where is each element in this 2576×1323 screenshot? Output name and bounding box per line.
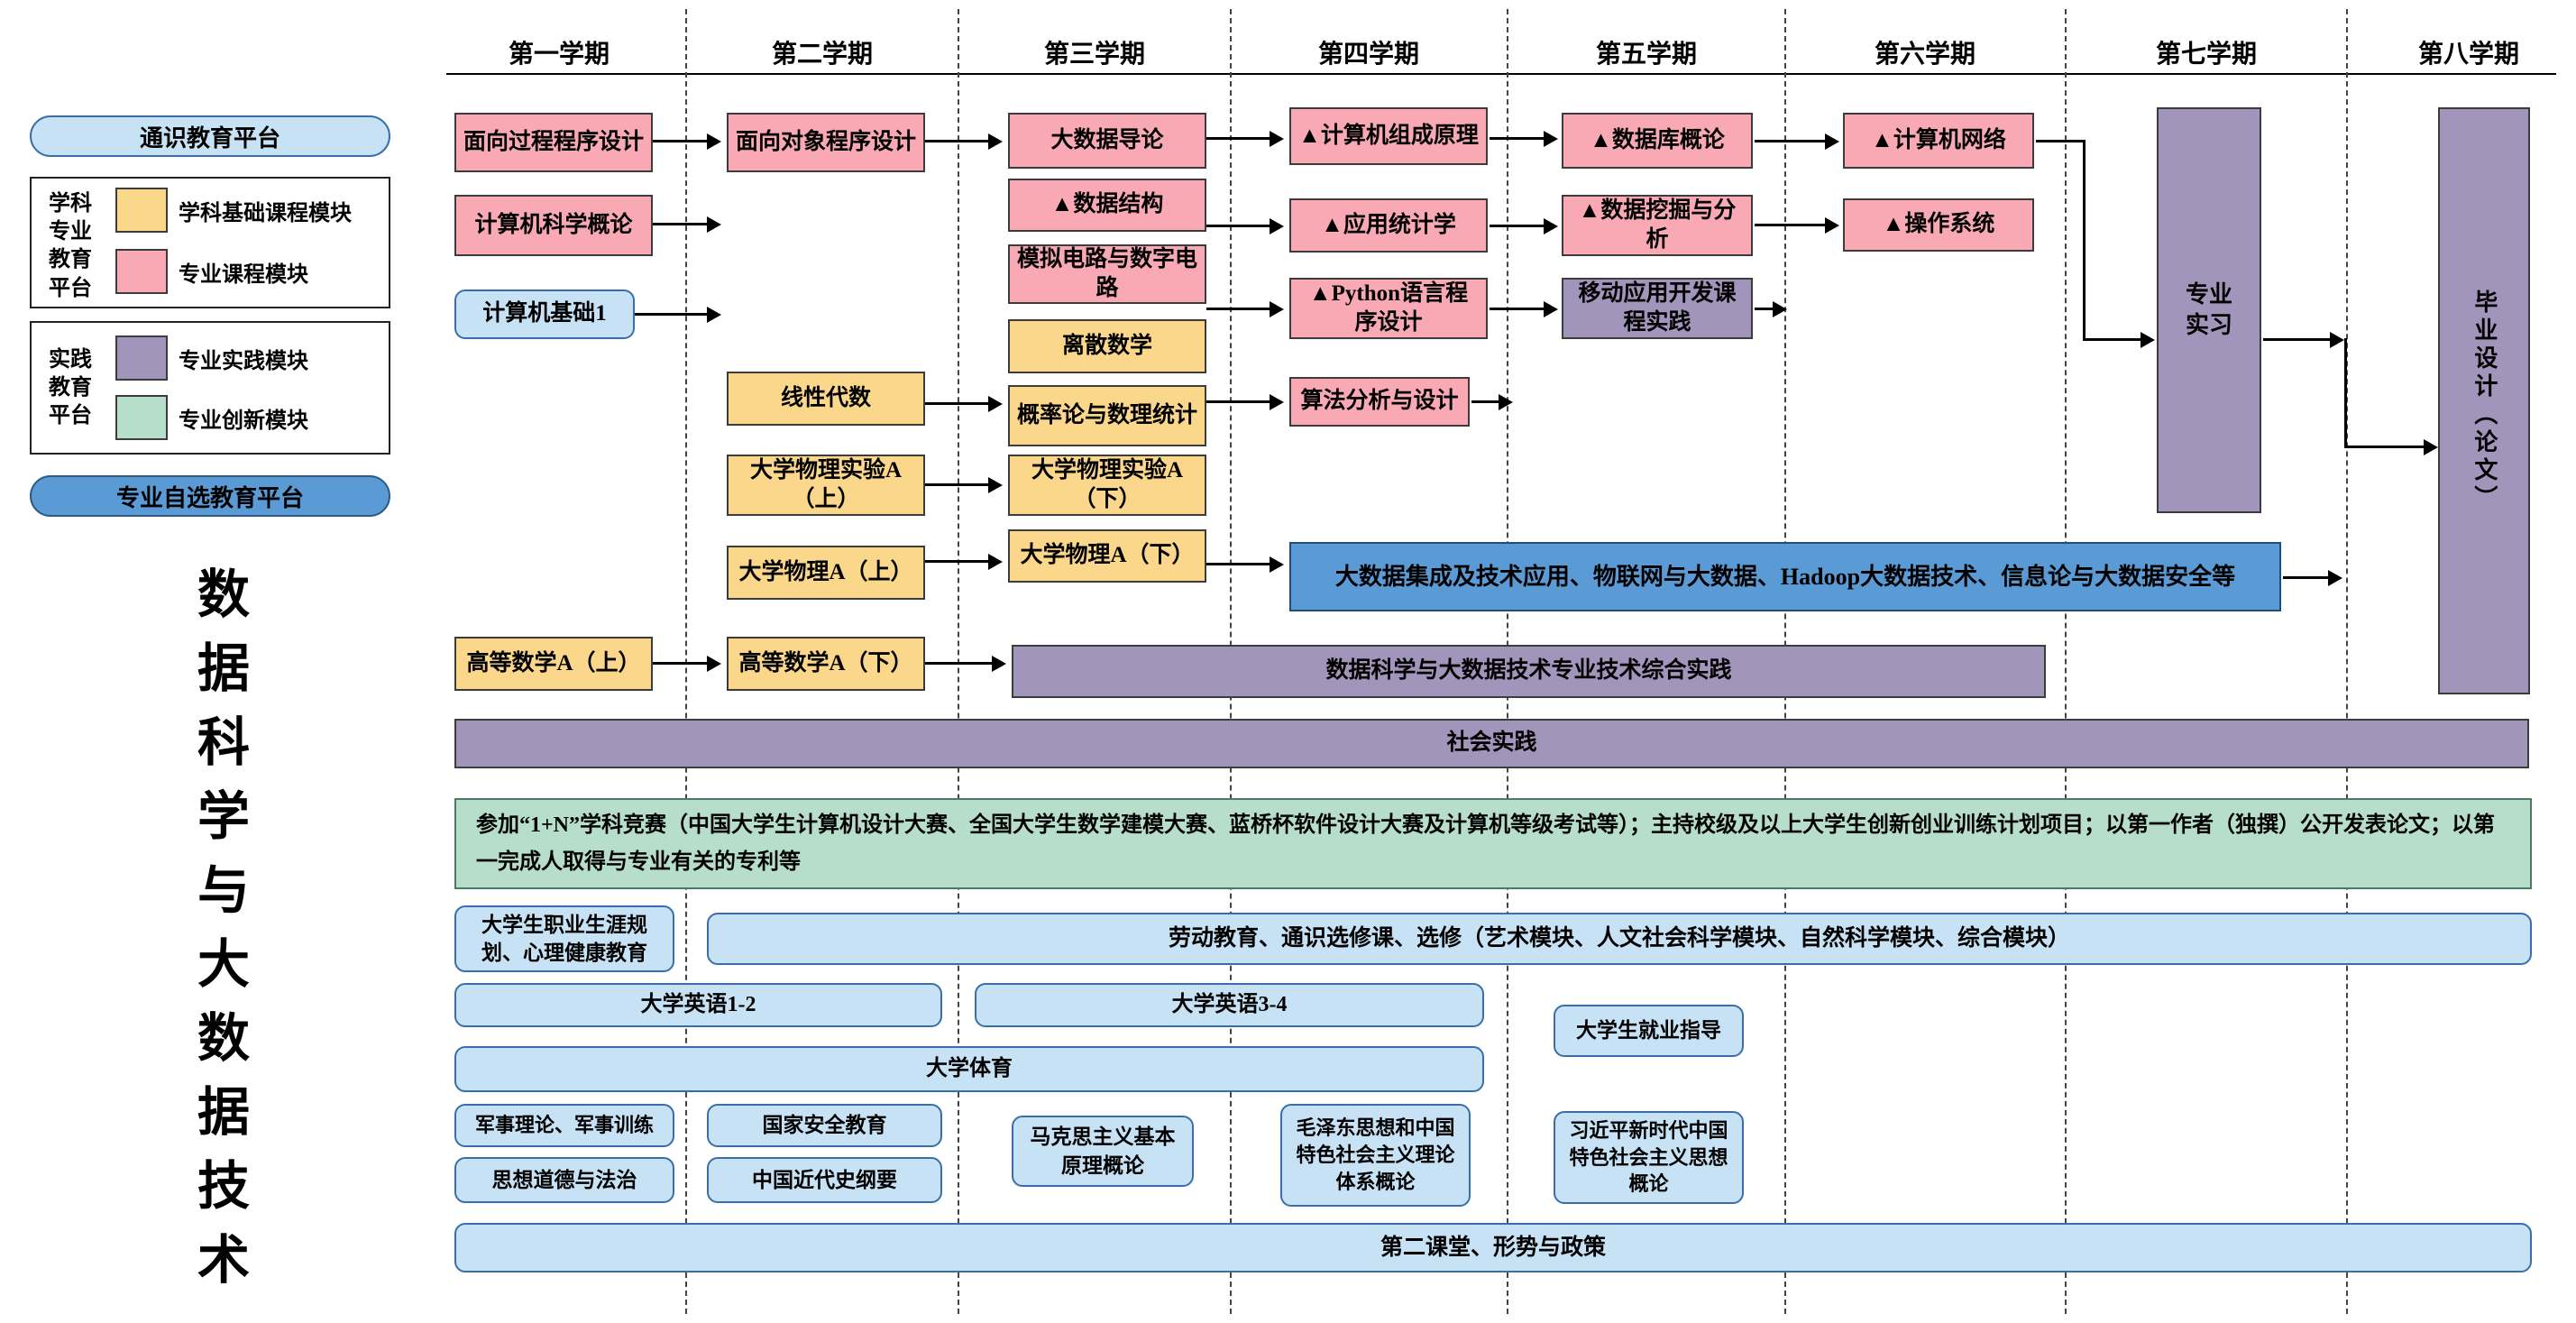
flow-connector <box>2344 338 2347 448</box>
flow-arrow <box>1490 137 1544 140</box>
semester-header-5: 第五学期 <box>1595 41 1698 69</box>
course-probability: 概率论与数理统计 <box>1008 385 1206 446</box>
course-data-mining: ▲数据挖掘与分析 <box>1562 195 1753 256</box>
flow-arrow <box>2283 576 2328 579</box>
flow-arrow <box>2263 338 2330 341</box>
semester-header-2: 第二学期 <box>771 41 874 69</box>
course-mobile-dev: 移动应用开发课程实践 <box>1562 278 1753 339</box>
general-english-3-4: 大学英语3-4 <box>975 983 1484 1027</box>
legend-practice-platform-label: 实践教育平台 <box>49 348 92 428</box>
bar-comprehensive-practice: 数据科学与大数据技术专业技术综合实践 <box>1012 645 2046 698</box>
bar-innovation-activities: 参加“1+N”学科竞赛（中国大学生计算机设计大赛、全国大学生数学建模大赛、蓝桥杯… <box>454 798 2532 889</box>
flow-arrow <box>1755 140 1825 142</box>
course-oop-programming: 面向对象程序设计 <box>727 113 925 172</box>
flow-arrow <box>925 560 988 563</box>
column-separator-6 <box>2065 9 2067 1314</box>
flow-arrow <box>1490 308 1544 310</box>
course-database: ▲数据库概论 <box>1562 113 1753 169</box>
course-applied-stats: ▲应用统计学 <box>1289 198 1488 253</box>
flow-arrow <box>1206 308 1270 310</box>
flow-arrow <box>925 140 988 142</box>
flow-arrow <box>1490 225 1544 227</box>
course-internship: 专业实习 <box>2157 107 2261 513</box>
general-military: 军事理论、军事训练 <box>454 1104 674 1147</box>
course-computer-org: ▲计算机组成原理 <box>1289 107 1488 165</box>
flow-arrow <box>1471 400 1499 403</box>
course-networks: ▲计算机网络 <box>1843 113 2034 169</box>
general-national-security: 国家安全教育 <box>707 1104 942 1147</box>
innovation-module-swatch <box>115 395 168 440</box>
semester-header-8: 第八学期 <box>2417 41 2520 69</box>
flow-arrow <box>1755 308 1773 310</box>
general-english-1-2: 大学英语1-2 <box>454 983 942 1027</box>
course-adv-math-1: 高等数学A（上） <box>454 637 653 691</box>
course-discrete-math: 离散数学 <box>1008 319 1206 373</box>
course-cs-intro: 计算机科学概论 <box>454 195 653 256</box>
bar-social-practice: 社会实践 <box>454 719 2529 768</box>
course-thesis: 毕业设计（论文） <box>2438 107 2530 694</box>
general-labor-education: 劳动教育、通识选修课、选修（艺术模块、人文社会科学模块、自然科学模块、综合模块） <box>707 913 2532 965</box>
legend-innovation-module-label: 专业创新模块 <box>179 409 308 433</box>
general-employment-guidance: 大学生就业指导 <box>1554 1005 1744 1057</box>
flow-connector <box>2083 140 2086 341</box>
semester-header-1: 第一学期 <box>508 41 610 69</box>
semester-header-7: 第七学期 <box>2155 41 2258 69</box>
legend-basic-module-label: 学科基础课程模块 <box>179 201 352 225</box>
course-algorithms: 算法分析与设计 <box>1289 377 1470 427</box>
basic-module-swatch <box>115 188 168 233</box>
bar-elective-courses: 大数据集成及技术应用、物联网与大数据、Hadoop大数据技术、信息论与大数据安全… <box>1289 542 2281 611</box>
flow-arrow <box>1206 137 1270 140</box>
program-title: 数据科学与大数据技术 <box>189 566 248 1306</box>
major-module-swatch <box>115 249 168 294</box>
semester-header-3: 第三学期 <box>1043 41 1146 69</box>
flow-arrow <box>925 483 988 486</box>
legend-general-platform: 通识教育平台 <box>30 115 390 157</box>
practice-module-swatch <box>115 335 168 381</box>
general-mao-thought: 毛泽东思想和中国特色社会主义理论体系概论 <box>1280 1104 1471 1207</box>
legend-discipline-group <box>30 177 390 308</box>
column-separator-7 <box>2346 9 2348 1314</box>
flow-arrow <box>2346 446 2424 448</box>
general-pe: 大学体育 <box>454 1046 1484 1092</box>
course-physics-1: 大学物理A（上） <box>727 546 925 600</box>
flow-arrow <box>2083 338 2141 341</box>
course-python: ▲Python语言程序设计 <box>1289 278 1488 339</box>
flow-arrow <box>925 662 992 665</box>
legend-discipline-platform-label: 学科专业教育平台 <box>49 192 92 300</box>
general-modern-history: 中国近代史纲要 <box>707 1157 942 1203</box>
legend-practice-group <box>30 321 390 455</box>
course-adv-math-2: 高等数学A（下） <box>727 637 925 691</box>
course-computer-basics: 计算机基础1 <box>454 289 635 339</box>
semester-header-6: 第六学期 <box>1874 41 1976 69</box>
flow-arrow <box>1755 224 1825 226</box>
legend-elective-platform: 专业自选教育平台 <box>30 475 390 517</box>
flow-arrow <box>1206 225 1270 227</box>
general-second-classroom: 第二课堂、形势与政策 <box>454 1223 2532 1272</box>
course-physics-2: 大学物理A（下） <box>1008 529 1206 583</box>
course-os: ▲操作系统 <box>1843 198 2034 252</box>
course-proc-programming: 面向过程程序设计 <box>454 113 653 172</box>
flow-arrow <box>653 662 707 665</box>
flow-arrow <box>635 313 707 316</box>
general-marxism: 马克思主义基本原理概论 <box>1012 1116 1194 1187</box>
flow-arrow <box>925 402 988 405</box>
flow-arrow <box>1206 400 1270 403</box>
general-career-planning: 大学生职业生涯规划、心理健康教育 <box>454 905 674 972</box>
legend-major-module-label: 专业课程模块 <box>179 262 308 287</box>
course-physics-lab-1: 大学物理实验A（上） <box>727 455 925 516</box>
course-physics-lab-2: 大学物理实验A（下） <box>1008 455 1206 516</box>
general-ethics-law: 思想道德与法治 <box>454 1157 674 1203</box>
semester-header-4: 第四学期 <box>1317 41 1420 69</box>
course-data-structures: ▲数据结构 <box>1008 179 1206 232</box>
flow-arrow <box>1206 563 1270 565</box>
header-underline <box>446 73 2556 75</box>
course-circuits: 模拟电路与数字电路 <box>1008 244 1206 304</box>
legend-practice-module-label: 专业实践模块 <box>179 349 308 373</box>
course-linear-algebra: 线性代数 <box>727 372 925 426</box>
flow-arrow <box>653 140 707 142</box>
general-xi-thought: 习近平新时代中国特色社会主义思想概论 <box>1554 1111 1744 1204</box>
flow-connector <box>2036 140 2086 142</box>
flow-arrow <box>653 223 707 225</box>
course-bigdata-intro: 大数据导论 <box>1008 113 1206 169</box>
